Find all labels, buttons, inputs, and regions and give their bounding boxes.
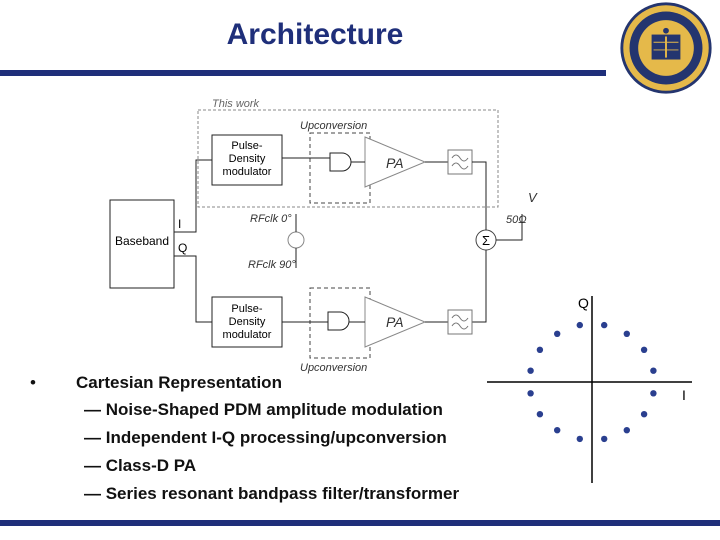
q-axis-label: Q	[578, 295, 589, 311]
upconversion-bottom-label: Upconversion	[300, 362, 367, 374]
this-work-box	[197, 109, 499, 208]
load-label: 50Ω	[506, 214, 527, 226]
pa-bottom-label: PA	[386, 314, 404, 330]
constellation-point	[601, 321, 608, 329]
pdm-bottom-box	[211, 296, 283, 348]
constellation-point	[601, 435, 608, 443]
sum-symbol: Σ	[482, 233, 490, 248]
bullet-main: • Cartesian Representation	[30, 370, 500, 396]
pdm-top-box	[211, 134, 283, 186]
bullet-list: • Cartesian Representation — Noise-Shaped…	[30, 370, 500, 508]
bullet-sub-3: — Class-D PA	[84, 456, 197, 475]
baseband-label: Baseband	[115, 234, 169, 248]
pdm-top-line1: Pulse-	[231, 140, 263, 152]
constellation-point	[650, 367, 657, 374]
footer-bar	[0, 520, 720, 526]
pdm-top-line2: Density	[229, 153, 266, 165]
architecture-diagram: This work Upconversion Pulse- Density mo…	[109, 98, 538, 374]
and-gate-bottom-icon	[327, 311, 350, 331]
pdm-bottom-line2: Density	[229, 316, 266, 328]
upconversion-top-label: Upconversion	[300, 120, 367, 132]
this-work-label: This work	[212, 98, 260, 110]
pdm-top-line3: modulator	[223, 166, 272, 178]
iq-constellation: Q I	[487, 295, 692, 483]
constellation-point	[527, 390, 534, 397]
baseband-box	[109, 199, 175, 289]
slide-title: Architecture	[226, 18, 404, 51]
bullet-sub-2: — Independent I-Q processing/upconversio…	[84, 428, 447, 447]
constellation-point	[650, 390, 657, 397]
i-label: I	[178, 217, 181, 231]
and-gate-top-icon	[329, 152, 352, 172]
constellation-point	[576, 435, 583, 443]
constellation-point	[640, 411, 648, 418]
bullet-main-text: Cartesian Representation	[76, 373, 282, 392]
constellation-point	[554, 427, 561, 434]
pa-top-label: PA	[386, 155, 404, 171]
vout-label: V	[528, 190, 538, 205]
bullet-sub-1: — Noise-Shaped PDM amplitude modulation	[84, 400, 443, 419]
constellation-point	[576, 321, 583, 329]
q-label: Q	[178, 241, 187, 255]
constellation-point	[623, 427, 630, 434]
constellation-point	[554, 330, 561, 337]
bullet-sub-4: — Series resonant bandpass filter/transf…	[84, 484, 460, 503]
mixer-icon	[287, 231, 305, 249]
title-underline-bar	[0, 70, 606, 76]
university-seal-icon	[620, 2, 712, 94]
constellation-point	[536, 346, 544, 353]
constellation-point	[527, 367, 534, 374]
rfclk90-label: RFclk 90°	[248, 259, 296, 271]
pdm-bottom-line1: Pulse-	[231, 303, 263, 315]
filter-top-icon	[447, 149, 473, 175]
filter-bottom-icon	[447, 309, 473, 335]
constellation-point	[640, 346, 648, 353]
i-axis-label: I	[682, 387, 686, 403]
constellation-point	[536, 411, 544, 418]
constellation-point	[623, 330, 630, 337]
pdm-bottom-line3: modulator	[223, 329, 272, 341]
bullet-marker: •	[30, 373, 36, 392]
rfclk0-label: RFclk 0°	[250, 213, 292, 225]
